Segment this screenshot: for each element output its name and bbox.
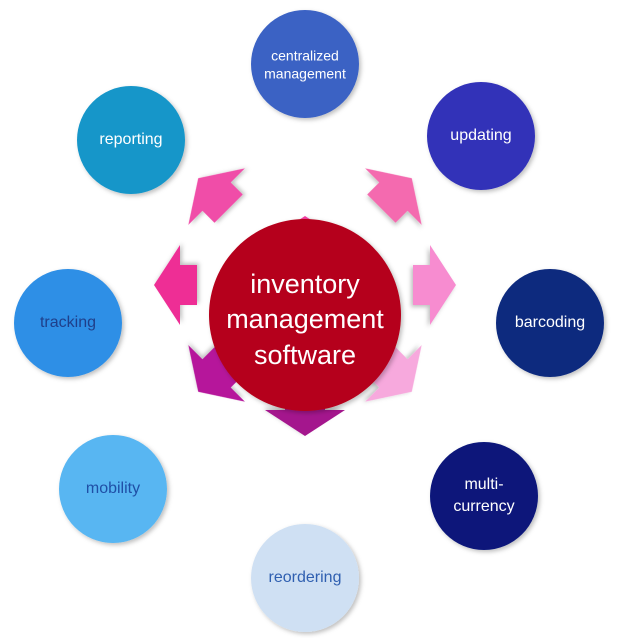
- node-multi-currency: multi- currency: [430, 442, 538, 550]
- node-label-reordering: reordering: [269, 569, 342, 586]
- node-circle-barcoding: [496, 269, 604, 377]
- node-updating: updating: [427, 82, 535, 190]
- arrow-to-updating: [365, 168, 422, 225]
- node-label-centralized-management-2: management: [264, 66, 346, 82]
- node-circle-centralized-management: [251, 10, 359, 118]
- node-circle-tracking: [14, 269, 122, 377]
- arrow-to-reporting: [188, 168, 245, 225]
- center-line-1: inventory: [250, 269, 360, 299]
- node-barcoding: barcoding: [496, 269, 604, 377]
- center-circle: [209, 219, 401, 411]
- node-circle-mobility: [59, 435, 167, 543]
- node-centralized-management: centralized management: [251, 10, 359, 118]
- node-label-multi-currency-2: currency: [453, 498, 514, 515]
- node-label-multi-currency-1: multi-: [464, 476, 503, 493]
- arrow-to-mobility: [188, 345, 245, 402]
- node-circle-reporting: [77, 86, 185, 194]
- node-circle-multi-currency: [430, 442, 538, 550]
- node-label-updating: updating: [450, 127, 511, 144]
- node-reordering: reordering: [251, 524, 359, 632]
- outer-nodes: centralized management updating barcodin…: [14, 10, 604, 632]
- arrow-to-multi-currency: [365, 345, 422, 402]
- node-label-centralized-management-1: centralized: [271, 48, 339, 64]
- center-line-2: management: [226, 304, 384, 334]
- node-tracking: tracking: [14, 269, 122, 377]
- node-circle-reordering: [251, 524, 359, 632]
- node-reporting: reporting: [77, 86, 185, 194]
- center-node: inventory management software: [209, 219, 401, 411]
- node-circle-updating: [427, 82, 535, 190]
- center-line-3: software: [254, 340, 356, 370]
- arrow-to-barcoding: [413, 245, 456, 325]
- arrow-to-tracking: [154, 245, 197, 325]
- node-label-tracking: tracking: [40, 314, 96, 331]
- node-label-mobility: mobility: [86, 480, 140, 497]
- node-mobility: mobility: [59, 435, 167, 543]
- node-label-reporting: reporting: [99, 131, 162, 148]
- node-label-barcoding: barcoding: [515, 314, 585, 331]
